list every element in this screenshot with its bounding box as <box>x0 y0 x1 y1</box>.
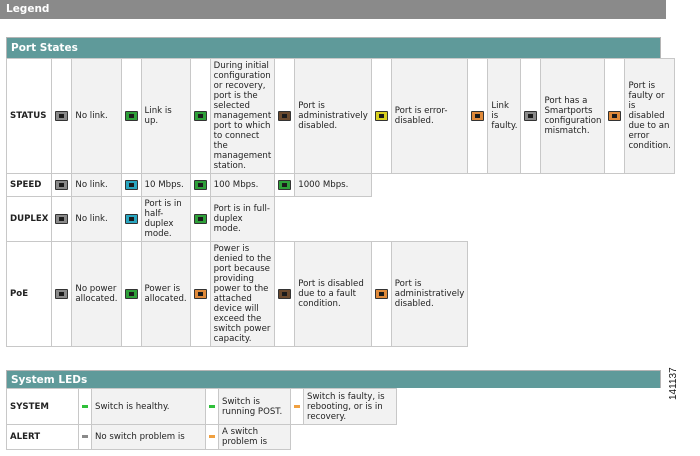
legend-title: Legend <box>6 3 50 15</box>
alert-row: ALERT No switch problem is A switch prob… <box>6 424 397 450</box>
legend-text: Port is administratively disabled. <box>390 241 469 347</box>
legend-text: During initial configuration or recovery… <box>209 58 276 174</box>
system-leds-panel: System LEDs SYSTEM Switch is healthy. Sw… <box>6 370 661 450</box>
system-row: SYSTEM Switch is healthy. Switch is runn… <box>6 388 397 425</box>
port-icon <box>193 110 207 121</box>
port-icon <box>193 213 207 224</box>
port-icon <box>278 288 292 299</box>
led-indicator <box>82 404 88 408</box>
legend-text: No link. <box>71 196 122 242</box>
legend-text: Port has a Smartports configuration mism… <box>540 58 606 174</box>
port-icon <box>374 110 388 121</box>
legend-text: 100 Mbps. <box>209 173 276 197</box>
port-states-title: Port States <box>6 37 661 58</box>
port-icon <box>524 110 538 121</box>
legend-text: Port is faulty or is disabled due to an … <box>624 58 675 174</box>
legend-text: 10 Mbps. <box>140 173 191 197</box>
row-label: DUPLEX <box>5 196 53 242</box>
port-icon <box>124 213 138 224</box>
port-icon <box>193 288 207 299</box>
led-indicator <box>294 404 300 408</box>
row-label: SPEED <box>5 173 53 197</box>
legend-text: No power allocated. <box>71 241 122 347</box>
led-indicator <box>209 404 215 408</box>
legend-text: Switch is faulty, is rebooting, or is in… <box>303 388 397 425</box>
led-indicator <box>209 435 215 438</box>
system-leds-title: System LEDs <box>6 370 661 388</box>
legend-text: Link is faulty. <box>487 58 522 174</box>
speed-row: SPEED No link. 10 Mbps. 100 Mbps. 1000 M… <box>5 173 675 197</box>
poe-row: PoE No power allocated. Power is allocat… <box>5 241 675 347</box>
legend-text: Port is error-disabled. <box>390 58 469 174</box>
port-icon <box>124 179 138 190</box>
row-label: SYSTEM <box>6 388 79 425</box>
legend-text: Switch is running POST. <box>218 388 291 425</box>
legend-text: 1000 Mbps. <box>294 173 372 197</box>
port-icon <box>124 288 138 299</box>
legend-text: No link. <box>71 173 122 197</box>
legend-text: Port is in full-duplex mode. <box>209 196 276 242</box>
legend-text: Switch is healthy. <box>91 388 206 425</box>
legend-text: Link is up. <box>140 58 191 174</box>
port-icon <box>55 213 69 224</box>
port-icon <box>278 110 292 121</box>
row-label: STATUS <box>5 58 53 174</box>
port-states-panel: Port States STATUS No link. Link is up. … <box>5 37 675 347</box>
legend-text: A switch problem is <box>218 424 291 450</box>
port-icon <box>55 179 69 190</box>
port-icon <box>608 110 622 121</box>
port-icon <box>124 110 138 121</box>
legend-text: Power is denied to the port because prov… <box>209 241 276 347</box>
row-label: PoE <box>5 241 53 347</box>
legend-text: Port is disabled due to a fault conditio… <box>294 241 372 347</box>
legend-text: No link. <box>71 58 122 174</box>
legend-header: Legend <box>0 0 666 19</box>
legend-text: Port is in half-duplex mode. <box>140 196 191 242</box>
system-leds-table: SYSTEM Switch is healthy. Switch is runn… <box>6 388 397 450</box>
port-icon <box>278 179 292 190</box>
led-indicator <box>82 435 88 438</box>
row-label: ALERT <box>6 424 79 450</box>
legend-text: Port is administratively disabled. <box>294 58 372 174</box>
status-row: STATUS No link. Link is up. During initi… <box>5 58 675 174</box>
port-states-table: STATUS No link. Link is up. During initi… <box>5 58 675 347</box>
port-icon <box>55 288 69 299</box>
port-icon <box>374 288 388 299</box>
duplex-row: DUPLEX No link. Port is in half-duplex m… <box>5 196 675 242</box>
legend-text: Power is allocated. <box>140 241 191 347</box>
port-icon <box>471 110 485 121</box>
legend-text: No switch problem is <box>91 424 206 450</box>
port-icon <box>55 110 69 121</box>
port-icon <box>193 179 207 190</box>
figure-number: 141137 <box>668 367 679 400</box>
